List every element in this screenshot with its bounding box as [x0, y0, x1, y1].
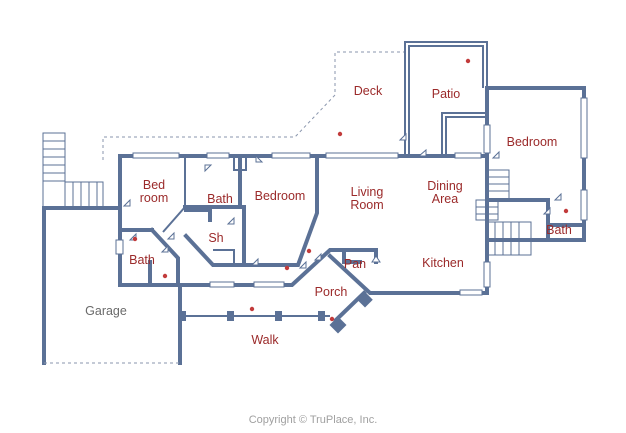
patio-lower-step	[441, 112, 487, 155]
room-label-dining-line1: Dining	[427, 179, 462, 193]
room-label-porch: Porch	[315, 285, 348, 299]
garage-walls	[42, 206, 182, 365]
room-label-bed-room-line2: room	[140, 191, 168, 205]
room-label-patio: Patio	[432, 87, 461, 101]
east-stairs	[475, 169, 532, 256]
room-label-bedroom-east: Bedroom	[507, 135, 558, 149]
room-label-living-line1: Living	[351, 185, 384, 199]
west-stairs	[42, 132, 104, 208]
room-label-bed-room-line1: Bed	[143, 178, 165, 192]
room-label-bath-west: Bath	[129, 253, 155, 267]
room-label-bath-upper: Bath	[207, 192, 233, 206]
room-label-bath-east: Bath	[546, 223, 572, 237]
floor-plan: Deck Patio Bedroom Bed room Bath Bedroom…	[42, 41, 588, 365]
copyright-text: Copyright © TruPlace, Inc.	[248, 414, 378, 426]
room-markers	[132, 58, 569, 322]
room-label-pantry: Pan	[344, 257, 366, 271]
room-label-deck: Deck	[354, 84, 383, 98]
room-label-walk: Walk	[251, 333, 279, 347]
room-label-bedroom-center: Bedroom	[255, 189, 306, 203]
deck-outline	[102, 51, 406, 160]
patio-inner-outline	[408, 45, 484, 155]
walk	[180, 290, 373, 334]
room-label-living-line2: Room	[350, 198, 383, 212]
room-label-dining-line2: Area	[432, 192, 458, 206]
patio-lower-step-inner	[445, 116, 487, 155]
patio-outline	[404, 41, 488, 155]
interior-walls	[119, 154, 586, 287]
room-label-kitchen: Kitchen	[422, 256, 464, 270]
room-label-garage: Garage	[85, 304, 127, 318]
windows	[115, 97, 588, 296]
room-label-shower: Sh	[208, 231, 223, 245]
